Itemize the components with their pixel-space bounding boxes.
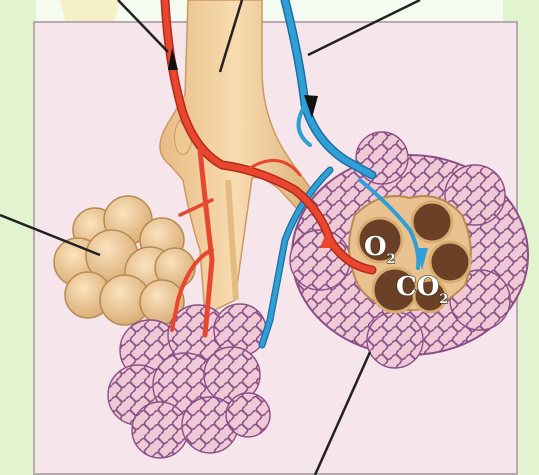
capillary-alveoli-cluster bbox=[108, 304, 270, 458]
